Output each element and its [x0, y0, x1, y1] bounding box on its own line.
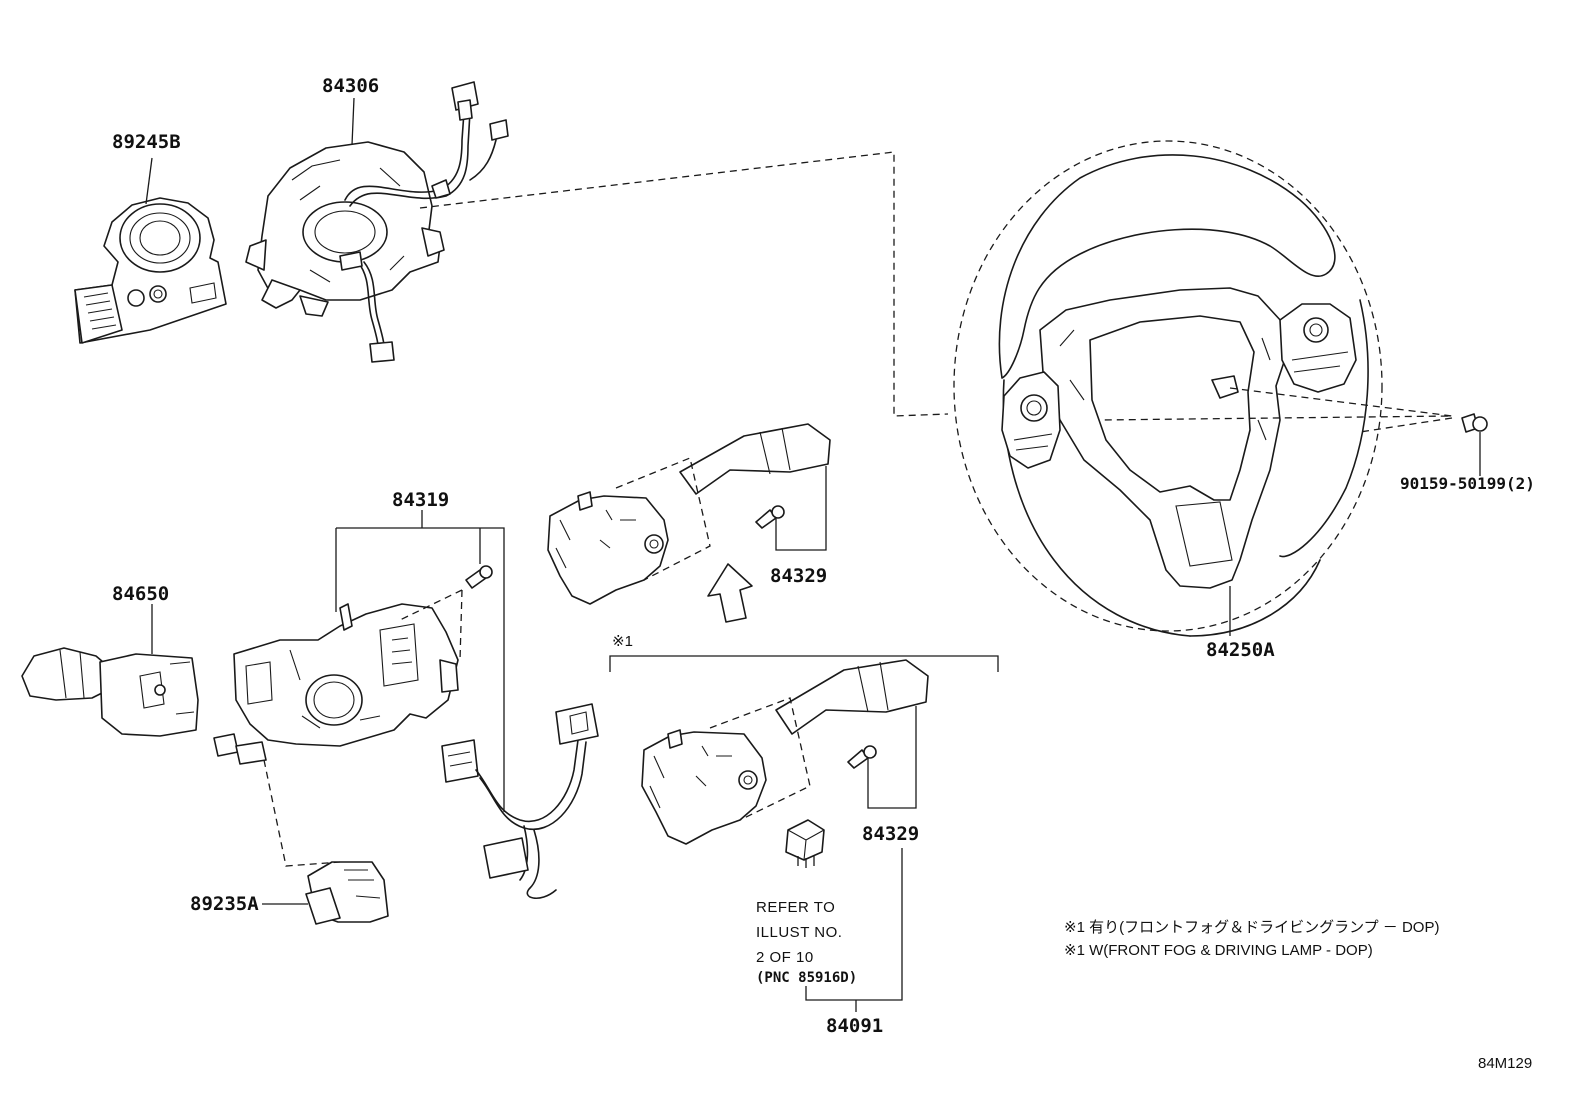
sensor-89235A-drawing: [305, 861, 389, 925]
part-label-84329-upper: 84329: [770, 565, 827, 587]
diagram-code: 84M129: [1478, 1055, 1532, 1072]
part-label-84650: 84650: [112, 583, 169, 605]
leader-84319: [335, 510, 505, 812]
part-label-84319: 84319: [392, 489, 449, 511]
refer-text-line1: REFER TO: [756, 899, 835, 916]
leader-84091: [805, 848, 903, 1012]
combination-switch-drawing: [213, 603, 459, 765]
screw-84319: [465, 565, 493, 589]
wire-harness-drawing: [441, 703, 599, 899]
part-label-89235A: 89235A: [190, 893, 259, 915]
part-label-84091: 84091: [826, 1015, 883, 1037]
turn-signal-switch-drawing: [21, 647, 199, 737]
part-label-90159-50199: 90159-50199(2): [1400, 474, 1535, 493]
refer-text-line2: ILLUST NO.: [756, 924, 842, 941]
alignment-line-wheel-right: [1099, 387, 1453, 433]
note-japanese: ※1 有り(フロントフォグ＆ドライビングランプ － DOP): [1064, 919, 1439, 936]
leader-89245B: [145, 157, 153, 205]
refer-text-line4: (PNC 85916D): [756, 970, 857, 986]
screw-84329-lower: [847, 745, 877, 769]
refer-text-line3: 2 OF 10: [756, 949, 814, 966]
leader-84329-upper: [775, 466, 827, 551]
assembly-direction-arrow: [707, 563, 753, 623]
part-label-84306: 84306: [322, 75, 379, 97]
note-english: ※1 W(FRONT FOG & DRIVING LAMP - DOP): [1064, 942, 1373, 959]
screw-84329-upper: [755, 505, 785, 529]
part-label-84329-lower: 84329: [862, 823, 919, 845]
screw-90159-drawing: [1461, 413, 1488, 476]
option-bracket: [609, 655, 999, 672]
alignment-line-89235A: [263, 759, 341, 867]
part-label-89245B: 89245B: [112, 131, 181, 153]
part-label-84250A: 84250A: [1206, 639, 1275, 661]
spiral-cable-drawing: [245, 81, 509, 363]
leader-84329-lower: [867, 706, 917, 809]
relay-drawing: [785, 819, 825, 868]
leader-84306: [351, 97, 355, 146]
steering-wheel-drawing: [953, 140, 1383, 637]
alignment-line-upper: [419, 151, 949, 417]
option-bracket-mark: ※1: [612, 633, 633, 650]
wiper-switch-lower-drawing: [641, 659, 929, 845]
steering-angle-sensor-drawing: [74, 197, 227, 344]
wiper-switch-upper-drawing: [547, 423, 831, 605]
